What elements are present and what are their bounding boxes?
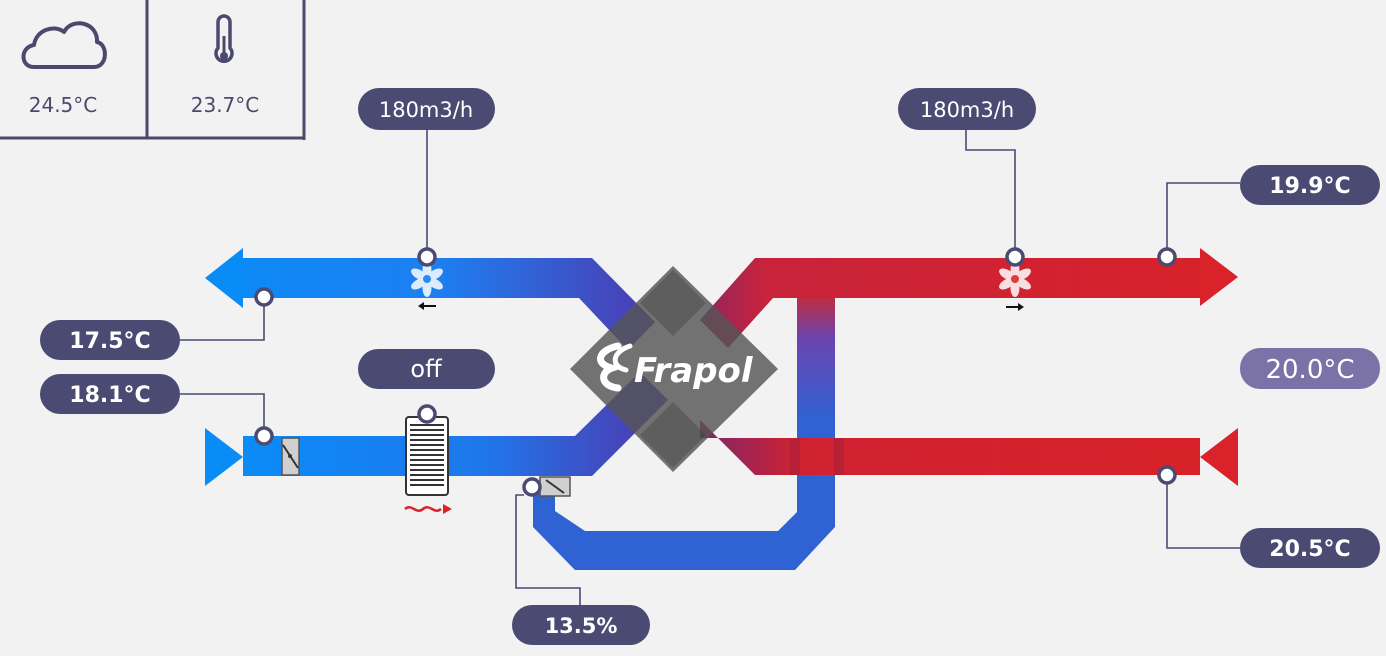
- weather-panel: 24.5°C 23.7°C: [0, 0, 306, 140]
- bypass-damper-icon: [539, 476, 571, 497]
- intake-temp-sensor: [254, 426, 274, 446]
- exhaust-duct: [243, 258, 655, 350]
- supply-fan-icon: [999, 261, 1031, 297]
- frapol-logo-mark: [597, 342, 633, 392]
- intake-temp-pill[interactable]: 18.1°C: [40, 374, 180, 414]
- extract-temp-pill[interactable]: 20.5°C: [1240, 528, 1380, 568]
- setpoint-value: 20.0°C: [1265, 355, 1354, 385]
- supply-temp-pill[interactable]: 19.9°C: [1240, 165, 1380, 205]
- sensor-nodes: [254, 247, 1177, 497]
- heater-state-pill[interactable]: off: [358, 349, 495, 389]
- exhaust-temp-pill[interactable]: 17.5°C: [40, 320, 180, 360]
- exhaust-fan-direction-arrow-icon: [418, 302, 436, 310]
- exhaust-flow-sensor: [417, 247, 437, 267]
- bypass-duct-upper: [797, 292, 835, 422]
- outdoor-intake-arrow-head: [205, 428, 243, 486]
- bypass-position-pill[interactable]: 13.5%: [512, 605, 650, 645]
- heater-sensor: [417, 404, 437, 424]
- bypass-position-value: 13.5%: [545, 614, 618, 638]
- heater-icon: [405, 416, 449, 496]
- thermometer-icon: [214, 14, 234, 64]
- intake-damper-icon: [281, 437, 300, 476]
- exhaust-temp-sensor: [254, 287, 274, 307]
- supply-flow-sensor: [1005, 247, 1025, 267]
- extract-duct-seam: [790, 438, 800, 475]
- extract-temp-value: 20.5°C: [1269, 537, 1350, 562]
- supply-duct: [700, 258, 1200, 348]
- extract-intake-arrow-head: [1200, 428, 1238, 486]
- supply-airflow-pill[interactable]: 180m3/h: [898, 88, 1036, 130]
- heater-state-value: off: [410, 355, 442, 383]
- outdoor-temp-label: 24.5°C: [29, 93, 98, 117]
- extract-duct: [700, 420, 1200, 475]
- indoor-temp-label: 23.7°C: [191, 93, 260, 117]
- supply-airflow-value: 180m3/h: [920, 98, 1014, 122]
- outdoor-intake-duct: [243, 372, 668, 476]
- exhaust-airflow-value: 180m3/h: [379, 98, 473, 122]
- extract-duct-seam-2: [834, 438, 844, 475]
- leader-lines: [180, 130, 1240, 605]
- frapol-logo-text: Frapol: [634, 351, 754, 391]
- extract-temp-sensor: [1157, 465, 1177, 485]
- heater-heat-arrow-icon: [404, 506, 442, 512]
- heater-heat-arrowhead: [443, 504, 452, 514]
- bypass-sensor: [522, 477, 542, 497]
- supply-arrow-head: [1200, 248, 1238, 306]
- supply-temp-value: 19.9°C: [1269, 174, 1350, 199]
- supply-fan-direction-arrow-icon: [1006, 303, 1024, 311]
- frapol-logo: Frapol: [597, 342, 754, 392]
- setpoint-pill[interactable]: 20.0°C: [1240, 348, 1380, 389]
- heat-exchanger: [570, 266, 778, 472]
- exhaust-airflow-pill[interactable]: 180m3/h: [358, 88, 495, 130]
- exhaust-temp-value: 17.5°C: [69, 329, 150, 354]
- intake-temp-value: 18.1°C: [69, 383, 150, 408]
- supply-temp-sensor: [1157, 247, 1177, 267]
- exhaust-arrow-head: [205, 248, 243, 308]
- cloud-icon: [21, 21, 107, 69]
